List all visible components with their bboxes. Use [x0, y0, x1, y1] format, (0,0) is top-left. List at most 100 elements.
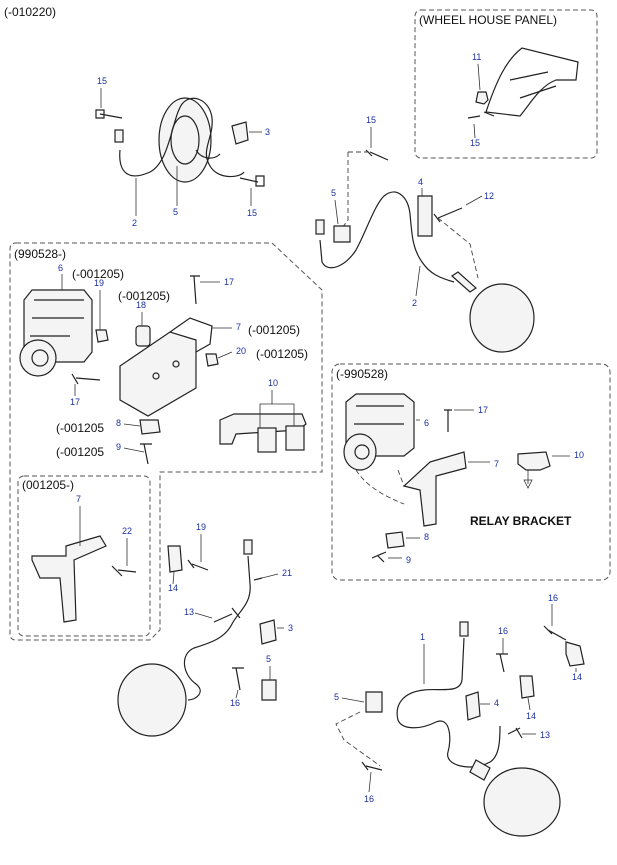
callout-11: 11 — [472, 52, 481, 62]
callout-6: 6 — [424, 418, 429, 428]
callout-19: 19 — [94, 278, 104, 288]
callout-15: 15 — [366, 115, 376, 125]
bolt-17-bottom — [71, 373, 101, 385]
bracket-3-bottom — [259, 619, 277, 645]
callout-1: 1 — [420, 632, 425, 642]
callout-5: 5 — [266, 654, 271, 664]
group-box-minus-990528 — [331, 363, 611, 581]
bracket-3-top — [231, 121, 249, 145]
callout-3: 3 — [265, 127, 270, 137]
speed-sensor-right — [451, 271, 477, 293]
callout-17: 17 — [70, 397, 80, 407]
relay-a — [257, 427, 277, 453]
bracket-14-left — [167, 545, 183, 573]
abs-module-990528-assembly — [19, 275, 307, 465]
bolt-16-top — [543, 625, 567, 641]
group-label-001205-minus: (001205-) — [22, 478, 74, 492]
note-minus-001205-e: (-001205 — [56, 421, 104, 435]
bolt-12 — [433, 207, 463, 223]
callout-4: 4 — [494, 698, 499, 708]
group-box-001205-minus — [17, 475, 151, 637]
brake-disc-top-left — [158, 97, 212, 183]
bolt-15-wheelhouse — [467, 111, 495, 119]
bracket-4-right — [417, 195, 433, 237]
speed-sensor-bottom-right — [469, 759, 491, 781]
bracket-5-bottom-right — [365, 691, 383, 713]
callout-16: 16 — [498, 626, 508, 636]
callout-7: 7 — [494, 459, 499, 469]
brake-disc-bottom-left — [117, 663, 187, 737]
bolt-17-early — [444, 409, 452, 432]
mount-8 — [139, 419, 161, 435]
mount-8-early — [385, 531, 405, 549]
sensor-connector-bottom-left — [243, 539, 253, 555]
sensor-cable-top-left — [119, 97, 245, 178]
note-minus-001205-c: (-001205) — [248, 323, 300, 337]
sensor-cable-bottom-right — [396, 637, 501, 768]
bolt-15-right — [365, 149, 389, 161]
callout-16: 16 — [364, 794, 374, 804]
right-sensor-assembly — [315, 149, 535, 353]
brake-disc-right — [469, 283, 535, 353]
callout-14: 14 — [168, 583, 178, 593]
clip-14-right — [565, 641, 585, 667]
group-label-wheel-house: (WHEEL HOUSE PANEL) — [419, 13, 557, 27]
callout-8: 8 — [424, 532, 429, 542]
note-minus-001205-b: (-001205) — [118, 289, 170, 303]
callout-10: 10 — [268, 378, 278, 388]
callout-8: 8 — [116, 418, 121, 428]
sensor-cable-right — [319, 191, 455, 283]
bolt-9-early — [371, 551, 387, 563]
bolt-15-top-right — [239, 175, 265, 187]
nut-11 — [475, 91, 489, 105]
bracket-001205-assembly — [31, 535, 137, 623]
callout-14: 14 — [526, 711, 536, 721]
callout-5: 5 — [331, 188, 336, 198]
bracket-7-late — [31, 535, 107, 623]
wheel-house-panel — [485, 47, 579, 117]
callout-6: 6 — [58, 263, 63, 273]
sensor-connector-right — [315, 219, 325, 235]
callout-18: 18 — [136, 300, 146, 310]
callout-15: 15 — [97, 76, 107, 86]
bolt-16-left — [232, 667, 244, 691]
bolt-13-right — [507, 727, 523, 739]
callout-17: 17 — [224, 277, 234, 287]
bracket-7-early — [402, 451, 467, 527]
group-label-990528-minus: (990528-) — [14, 247, 66, 261]
callout-9: 9 — [116, 442, 121, 452]
callout-7: 7 — [76, 494, 81, 504]
relay-bracket-10-early — [517, 451, 551, 471]
relay-b — [285, 425, 305, 451]
bolt-22 — [111, 565, 137, 577]
callout-16: 16 — [230, 698, 240, 708]
bracket-5-bottom — [261, 679, 277, 701]
callout-22: 22 — [122, 526, 132, 536]
group-box-wheel-house — [414, 9, 598, 159]
callout-20: 20 — [236, 346, 246, 356]
bolt-16-mid — [496, 653, 508, 673]
bottom-right-sensor-assembly — [335, 621, 585, 837]
callout-14: 14 — [572, 672, 582, 682]
bolt-15-top-left — [95, 109, 123, 119]
callout-21: 21 — [282, 568, 292, 578]
abs-motor-early — [343, 433, 377, 471]
bracket-4-bottom-right — [465, 691, 481, 721]
callout-5: 5 — [334, 692, 339, 702]
group-label-minus-990528: (-990528) — [336, 367, 388, 381]
nut-19 — [95, 329, 109, 343]
note-minus-001205-d: (-001205) — [256, 347, 308, 361]
sensor-connector-bottom-right — [459, 621, 469, 637]
callout-7: 7 — [236, 322, 241, 332]
callout-13: 13 — [540, 730, 550, 740]
sensor-connector-top-left — [114, 129, 124, 143]
callout-2: 2 — [412, 298, 417, 308]
clip-14-mid — [519, 675, 535, 699]
bolt-9 — [140, 443, 152, 465]
nut-20 — [205, 353, 219, 367]
relay-bracket-label: RELAY BRACKET — [470, 514, 572, 528]
callout-5: 5 — [173, 207, 178, 217]
bolt-13-left — [213, 607, 241, 623]
callout-12: 12 — [484, 191, 494, 201]
